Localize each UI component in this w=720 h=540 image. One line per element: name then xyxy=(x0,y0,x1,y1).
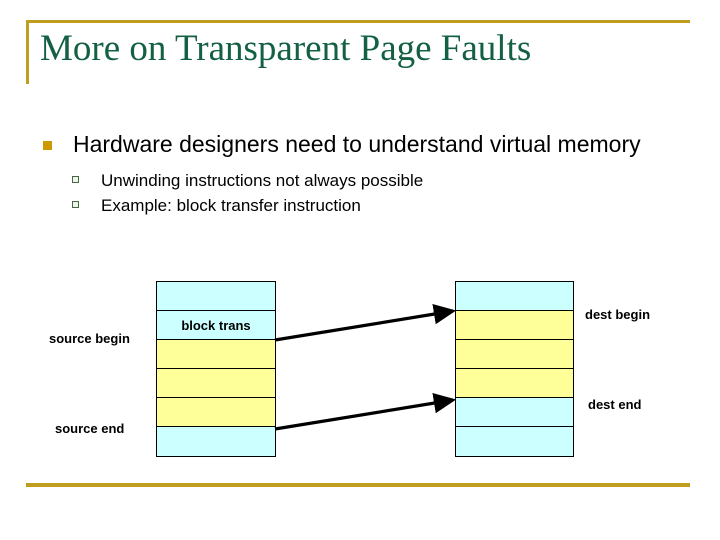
bullet-list: Hardware designers need to understand vi… xyxy=(40,130,650,218)
source-row-5 xyxy=(157,427,275,456)
source-memory-block: block trans xyxy=(156,281,276,457)
source-row-0 xyxy=(157,282,275,311)
dest-end-label: dest end xyxy=(588,397,642,412)
source-begin-label: source begin xyxy=(49,331,130,346)
dest-row-3 xyxy=(456,369,573,398)
dest-row-1 xyxy=(456,311,573,340)
destination-memory-block xyxy=(455,281,574,457)
filled-square-bullet-icon xyxy=(43,141,52,150)
source-row-3 xyxy=(157,369,275,398)
title-rule-top xyxy=(26,20,690,23)
title-rule-left xyxy=(26,20,29,84)
source-row-4 xyxy=(157,398,275,427)
bullet-item-sub-2: Example: block transfer instruction xyxy=(70,193,650,218)
bullet-sub-list: Unwinding instructions not always possib… xyxy=(40,168,650,218)
page-title: More on Transparent Page Faults xyxy=(40,28,532,69)
bullet-sub-1-text: Unwinding instructions not always possib… xyxy=(101,171,424,190)
bullet-sub-2-text: Example: block transfer instruction xyxy=(101,196,361,215)
dest-row-2 xyxy=(456,340,573,369)
bullet-item-primary: Hardware designers need to understand vi… xyxy=(40,130,650,159)
source-end-label: source end xyxy=(55,421,125,436)
dest-row-0 xyxy=(456,282,573,311)
bullet-item-sub-1: Unwinding instructions not always possib… xyxy=(70,168,650,193)
dest-row-4 xyxy=(456,398,573,427)
dest-row-5 xyxy=(456,427,573,456)
source-row-2 xyxy=(157,340,275,369)
hollow-square-bullet-icon xyxy=(72,176,79,183)
block-trans-label: block trans xyxy=(181,317,251,333)
hollow-square-bullet-icon xyxy=(72,201,79,208)
source-row-1: block trans xyxy=(157,311,275,340)
dest-begin-label: dest begin xyxy=(585,307,651,322)
transfer-arrow-end-icon xyxy=(274,392,457,431)
transfer-arrow-begin-icon xyxy=(274,303,457,342)
footer-rule xyxy=(26,483,690,487)
bullet-primary-text: Hardware designers need to understand vi… xyxy=(73,131,641,157)
